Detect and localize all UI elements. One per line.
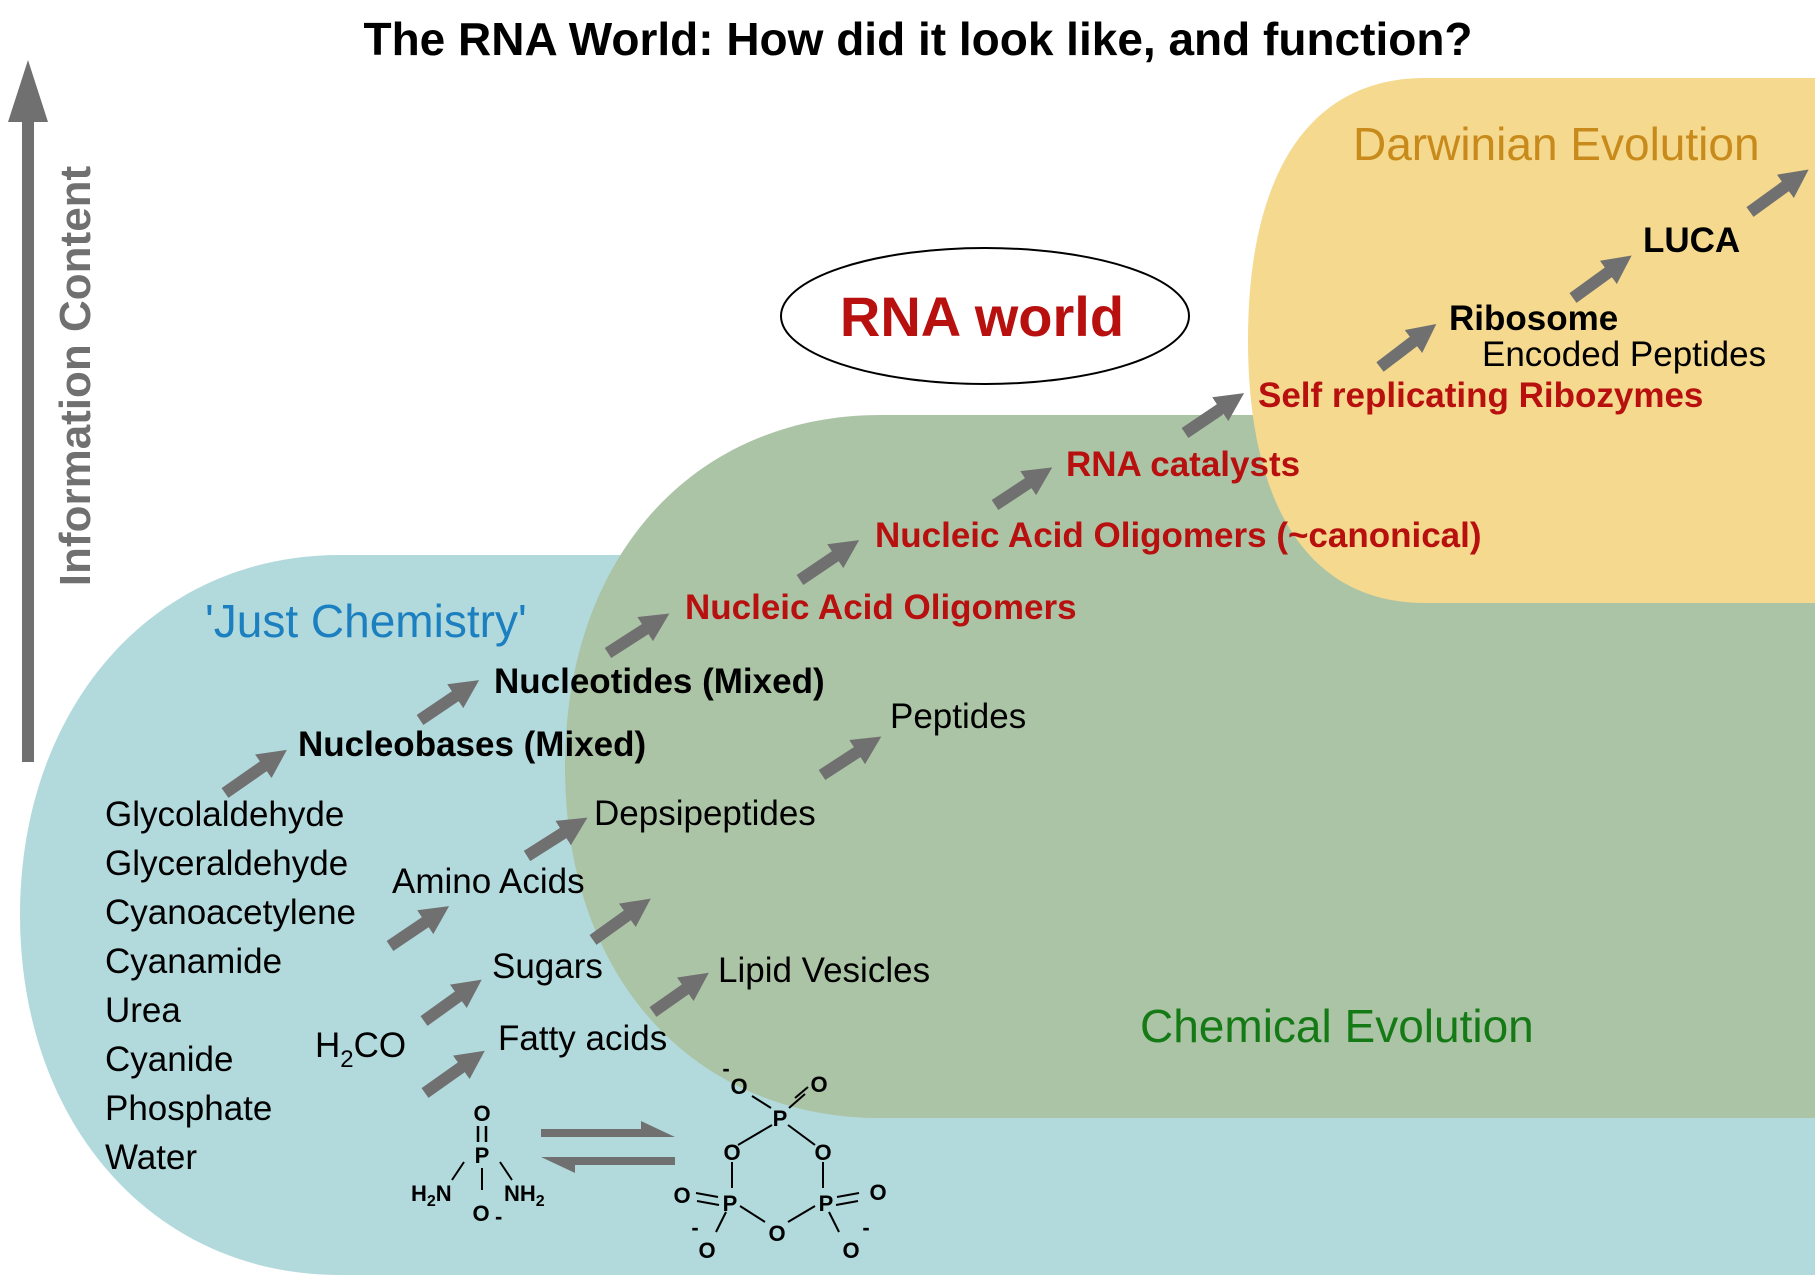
encoded-peptides-label: Encoded Peptides	[1482, 335, 1766, 374]
arrow-nucleotides-to-oligomers	[604, 613, 670, 659]
rna-world-label: RNA world	[840, 285, 1124, 348]
darwinian-evolution-region	[1248, 78, 1815, 603]
dap-nh2: NH2	[504, 1181, 545, 1210]
tmp-o: O	[730, 1074, 747, 1099]
feedstock-item: Cyanoacetylene	[105, 893, 356, 932]
equilibrium-forward-arrow	[541, 1121, 675, 1137]
tmp-o: O	[869, 1180, 886, 1205]
feedstock-item: Cyanide	[105, 1040, 233, 1079]
arrow-depsipeptides-to-peptides	[818, 736, 882, 781]
arrow-luca-onward	[1746, 169, 1809, 217]
progression-arrows	[221, 169, 1809, 1098]
axis-label: Information Content	[51, 165, 100, 586]
arrow-nucleobases-to-nucleotides	[416, 680, 480, 725]
nucleobases-label: Nucleobases (Mixed)	[298, 725, 646, 764]
feedstock-item: Phosphate	[105, 1089, 272, 1128]
arrow-catalysts-to-ribozymes	[1181, 393, 1245, 438]
tmp-o: O	[814, 1140, 831, 1165]
arrow-amino-acids-to-depsipeptides	[523, 817, 588, 862]
sugars-label: Sugars	[492, 947, 603, 986]
arrow-ribozymes-to-ribosome	[1376, 324, 1437, 372]
darwinian-evolution-label: Darwinian Evolution	[1353, 118, 1760, 170]
tmp-minus: -	[691, 1215, 698, 1240]
tmp-o: O	[810, 1072, 827, 1097]
depsipeptides-label: Depsipeptides	[594, 794, 816, 833]
tmp-o: O	[723, 1140, 740, 1165]
feedstock-item: Urea	[105, 991, 181, 1030]
arrow-canonical-to-catalysts	[991, 467, 1053, 511]
arrow-feedstock-to-amino-acids	[386, 906, 450, 951]
arrow-fatty-acids-to-lipid-vesicles	[649, 972, 709, 1017]
arrow-oligomers-to-canonical	[796, 540, 860, 585]
tmp-minus: -	[722, 1056, 729, 1081]
nucleic-acid-oligomers-label: Nucleic Acid Oligomers	[685, 588, 1077, 627]
h2co-label: H2CO	[315, 1026, 406, 1073]
dap-h2n: H2N	[411, 1181, 452, 1210]
tmp-o: O	[842, 1238, 859, 1263]
feedstock-item: Glycolaldehyde	[105, 795, 344, 834]
diagram-title: The RNA World: How did it look like, and…	[363, 13, 1472, 65]
diamidophosphate-structure: O P H2N NH2 O -	[411, 1101, 545, 1229]
tmp-o: O	[673, 1183, 690, 1208]
tmp-p: P	[819, 1191, 834, 1216]
equilibrium-arrows	[541, 1121, 675, 1173]
rna-catalysts-label: RNA catalysts	[1066, 445, 1300, 484]
feedstock-list: Glycolaldehyde Glyceraldehyde Cyanoacety…	[105, 795, 356, 1177]
feedstock-item: Cyanamide	[105, 942, 282, 981]
lipid-vesicles-label: Lipid Vesicles	[718, 951, 930, 990]
fatty-acids-label: Fatty acids	[498, 1019, 667, 1058]
nucleotides-label: Nucleotides (Mixed)	[494, 662, 825, 701]
dap-p: P	[475, 1143, 490, 1168]
arrow-h2co-to-sugars	[420, 979, 482, 1026]
ribosome-label: Ribosome	[1449, 299, 1618, 338]
dap-o-bottom: O	[472, 1201, 489, 1226]
dap-o-minus: -	[495, 1204, 502, 1229]
trimetaphosphate-structure: - O O P O O O P P O O - O - O	[673, 1056, 886, 1263]
nucleic-acid-oligomers-canonical-label: Nucleic Acid Oligomers (~canonical)	[875, 516, 1482, 555]
amino-acids-label: Amino Acids	[392, 862, 585, 901]
dap-o-top: O	[473, 1101, 490, 1126]
tmp-o: O	[768, 1221, 785, 1246]
arrow-ribosome-to-luca	[1569, 255, 1632, 303]
arrow-feedstock-to-nucleobases	[221, 749, 287, 798]
just-chemistry-label: 'Just Chemistry'	[205, 595, 527, 647]
chemical-evolution-label: Chemical Evolution	[1140, 1000, 1534, 1052]
feedstock-item: Water	[105, 1138, 197, 1177]
rna-world-ellipse	[780, 247, 1190, 385]
information-axis-arrowhead	[8, 60, 48, 122]
arrow-sugars-to-nucleotides	[589, 898, 651, 945]
tmp-o: O	[698, 1238, 715, 1263]
self-replicating-ribozymes-label: Self replicating Ribozymes	[1258, 376, 1703, 415]
tmp-minus: -	[862, 1215, 869, 1240]
peptides-label: Peptides	[890, 697, 1026, 736]
feedstock-item: Glyceraldehyde	[105, 844, 348, 883]
luca-label: LUCA	[1643, 221, 1740, 260]
tmp-p: P	[773, 1106, 788, 1131]
equilibrium-reverse-arrow	[541, 1157, 675, 1173]
arrow-h2co-to-fatty-acids	[421, 1050, 485, 1098]
tmp-p: P	[723, 1191, 738, 1216]
